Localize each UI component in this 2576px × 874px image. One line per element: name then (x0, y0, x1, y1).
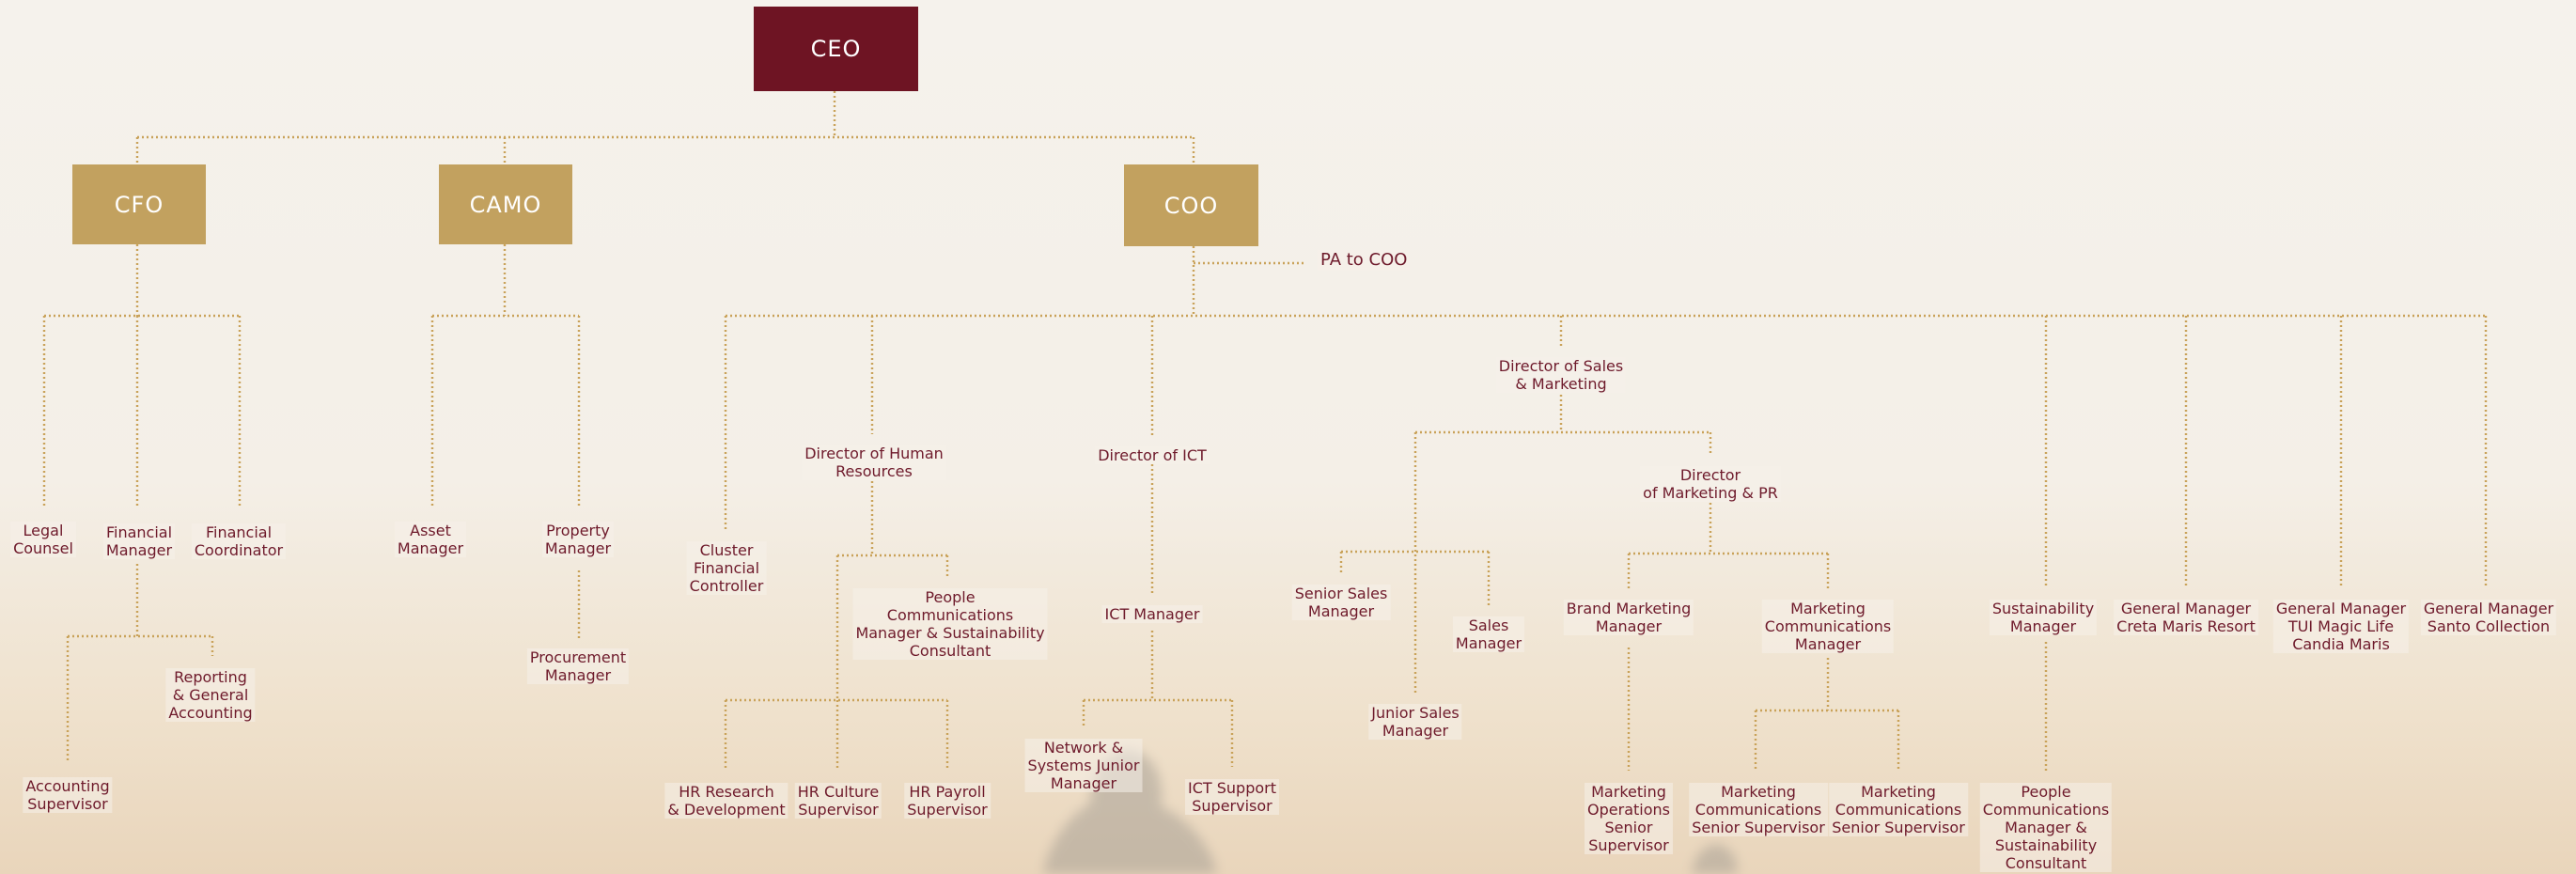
ict-manager: ICT Manager (1101, 605, 1203, 623)
camo-box: CAMO (439, 164, 572, 244)
cfo-box: CFO (72, 164, 206, 244)
coo-box: COO (1124, 164, 1258, 246)
camo-label: CAMO (469, 191, 542, 218)
director-sales-marketing: Director of Sales& Marketing (1495, 357, 1627, 393)
ceo-label: CEO (810, 36, 862, 62)
cfo-label: CFO (114, 191, 164, 218)
hr-research-development: HR Research& Development (664, 783, 788, 819)
pa-to-coo-label: PA to COO (1318, 250, 1411, 271)
director-of-ict: Director of ICT (1095, 446, 1210, 464)
coo-label: COO (1163, 192, 1219, 219)
ceo-box: CEO (754, 7, 918, 91)
